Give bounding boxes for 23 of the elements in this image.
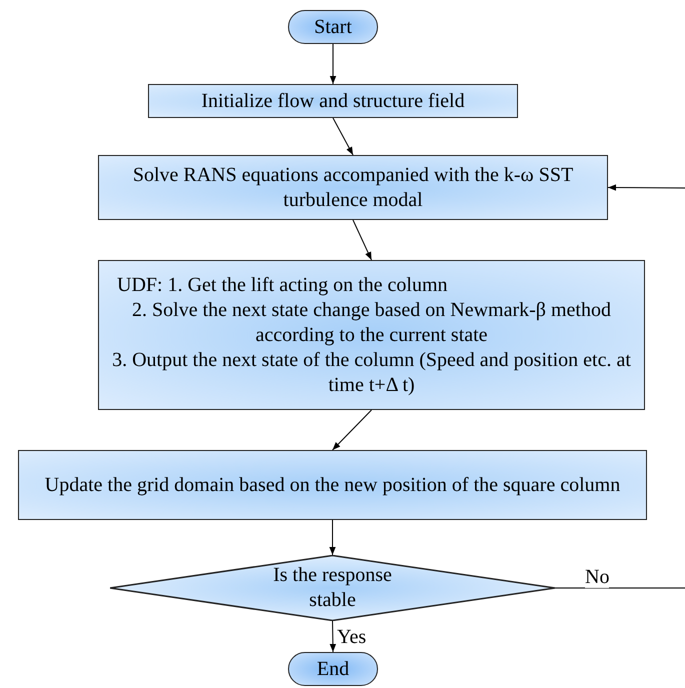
node-text: Is the response stable <box>272 563 393 613</box>
arrow <box>330 44 336 84</box>
arrow <box>329 520 336 556</box>
arrow <box>608 184 685 191</box>
node-text: 3. Output the next state of the column (Speed and position etc. at time t+Δ t) <box>111 348 632 398</box>
process-box <box>98 260 645 410</box>
node-text: Update the grid domain based on the new position of the square column <box>44 472 622 498</box>
node-text: Start <box>313 14 353 40</box>
process-box <box>98 155 608 220</box>
arrow <box>332 410 372 450</box>
node-text: UDF: 1. Get the lift acting on the column <box>116 272 448 298</box>
node-text: Initialize flow and structure field <box>200 88 466 114</box>
process-box <box>148 84 518 118</box>
node-text: End <box>316 656 350 682</box>
terminal-box <box>288 10 378 44</box>
node-text: Solve RANS equations accompanied with the k-ω SST turbulence modal <box>132 162 574 212</box>
decision-diamond <box>110 555 555 621</box>
arrow <box>352 220 372 260</box>
node-text: 2. Solve the next state change based on Newmark-β method according to the current state <box>131 298 612 348</box>
process-box <box>18 450 647 520</box>
arrow <box>332 118 354 156</box>
arrow <box>330 620 336 652</box>
terminal-box <box>288 652 378 686</box>
